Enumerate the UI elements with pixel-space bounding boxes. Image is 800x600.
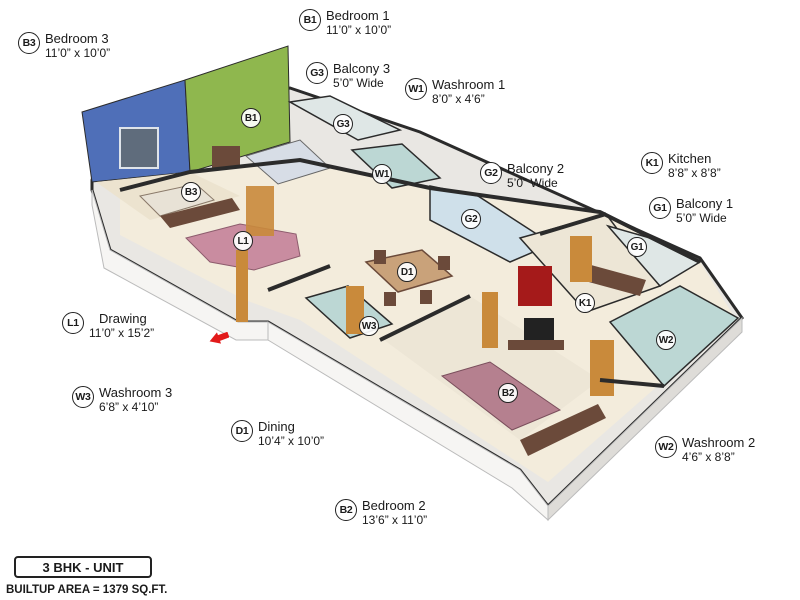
label-washroom1: W1 Washroom 1 8’0” x 4’6” — [405, 78, 505, 106]
marker-b2: B2 — [498, 383, 518, 403]
interior-wall — [379, 294, 471, 342]
label-code: G3 — [306, 62, 328, 84]
label-bedroom3: B3 Bedroom 3 11’0” x 10’0” — [18, 32, 110, 60]
marker-d1: D1 — [397, 262, 417, 282]
red-arrow-icon — [209, 332, 229, 344]
builtup-area: BUILTUP AREA = 1379 SQ.FT. — [6, 584, 168, 596]
room-dim: 11’0” x 10’0” — [326, 23, 392, 37]
label-code: L1 — [62, 312, 84, 334]
label-code: D1 — [231, 420, 253, 442]
marker-b1: B1 — [241, 108, 261, 128]
tv-unit — [508, 340, 564, 350]
dining-chair — [384, 292, 396, 306]
room-dim: 6’8” x 4’10” — [99, 400, 159, 414]
label-code: W3 — [72, 386, 94, 408]
marker-w1: W1 — [372, 164, 392, 184]
room-name: Washroom 1 — [432, 77, 506, 92]
marker-g2: G2 — [461, 209, 481, 229]
room-name: Bedroom 1 — [326, 8, 390, 23]
bedroom3-bench — [160, 198, 240, 228]
label-code: B1 — [299, 9, 321, 31]
label-code: G2 — [480, 162, 502, 184]
room-name: Balcony 2 — [507, 161, 565, 176]
door — [246, 186, 274, 236]
bedroom3-window — [119, 127, 159, 169]
room-name: Bedroom 2 — [362, 498, 426, 513]
label-code: G1 — [649, 197, 671, 219]
label-washroom2: W2 Washroom 2 4’6” x 8’8” — [655, 436, 755, 464]
room-dim: 11’0” x 10’0” — [45, 46, 111, 60]
room-dim: 4’6” x 8’8” — [682, 450, 735, 464]
room-name: Kitchen — [668, 151, 712, 166]
label-bedroom1: B1 Bedroom 1 11’0” x 10’0” — [299, 9, 391, 37]
room-dim: 10’4” x 10’0” — [258, 434, 325, 448]
label-drawing: L1 Drawing 11’0” x 15’2” — [62, 312, 154, 340]
dining-chair — [374, 250, 386, 264]
marker-l1: L1 — [233, 231, 253, 251]
door — [236, 250, 248, 322]
door — [570, 236, 592, 282]
room-name: Drawing — [99, 311, 147, 326]
interior-wall — [267, 264, 331, 292]
front-wall-east — [547, 316, 743, 522]
label-washroom3: W3 Washroom 3 6’8” x 4’10” — [72, 386, 172, 414]
label-bedroom2: B2 Bedroom 2 13’6” x 11’0” — [335, 499, 427, 527]
room-dim: 5’0” Wide — [507, 176, 558, 190]
label-balcony1: G1 Balcony 1 5’0” Wide — [649, 197, 733, 225]
unit-title-box: 3 BHK - UNIT — [14, 556, 152, 578]
bedroom2-tv — [524, 318, 554, 340]
label-code: W2 — [655, 436, 677, 458]
room-dim: 8’8” x 8’8” — [668, 166, 721, 180]
fridge — [518, 266, 552, 306]
room-name: Balcony 1 — [676, 196, 734, 211]
marker-k1: K1 — [575, 293, 595, 313]
marker-g3: G3 — [333, 114, 353, 134]
door — [590, 340, 614, 396]
label-dining: D1 Dining 10’4” x 10’0” — [231, 420, 324, 448]
room-dim: 5’0” Wide — [333, 76, 384, 90]
label-kitchen: K1 Kitchen 8’8” x 8’8” — [641, 152, 721, 180]
dining-chair — [438, 256, 450, 270]
marker-b3: B3 — [181, 182, 201, 202]
label-balcony2: G2 Balcony 2 5’0” Wide — [480, 162, 564, 190]
marker-w2: W2 — [656, 330, 676, 350]
room-name: Dining — [258, 419, 295, 434]
room-dim: 8’0” x 4’6” — [432, 92, 485, 106]
interior-wall — [599, 378, 665, 388]
room-name: Bedroom 3 — [45, 31, 109, 46]
marker-g1: G1 — [627, 237, 647, 257]
label-balcony3: G3 Balcony 3 5’0” Wide — [306, 62, 390, 90]
label-code: B3 — [18, 32, 40, 54]
room-name: Washroom 2 — [682, 435, 756, 450]
marker-w3: W3 — [359, 316, 379, 336]
interior-wall — [539, 212, 607, 236]
room-dim: 13’6” x 11’0” — [362, 513, 428, 527]
label-code: K1 — [641, 152, 663, 174]
label-code: B2 — [335, 499, 357, 521]
room-name: Washroom 3 — [99, 385, 173, 400]
door — [482, 292, 498, 348]
room-dim: 11’0” x 15’2” — [89, 326, 155, 340]
bedroom1-wardrobe — [212, 146, 240, 168]
bedroom2-bench — [520, 404, 606, 456]
label-code: W1 — [405, 78, 427, 100]
interior-walls — [119, 157, 701, 264]
dining-chair — [420, 290, 432, 304]
room-dim: 5’0” Wide — [676, 211, 727, 225]
bedroom1-wall — [184, 45, 291, 173]
room-name: Balcony 3 — [333, 61, 391, 76]
